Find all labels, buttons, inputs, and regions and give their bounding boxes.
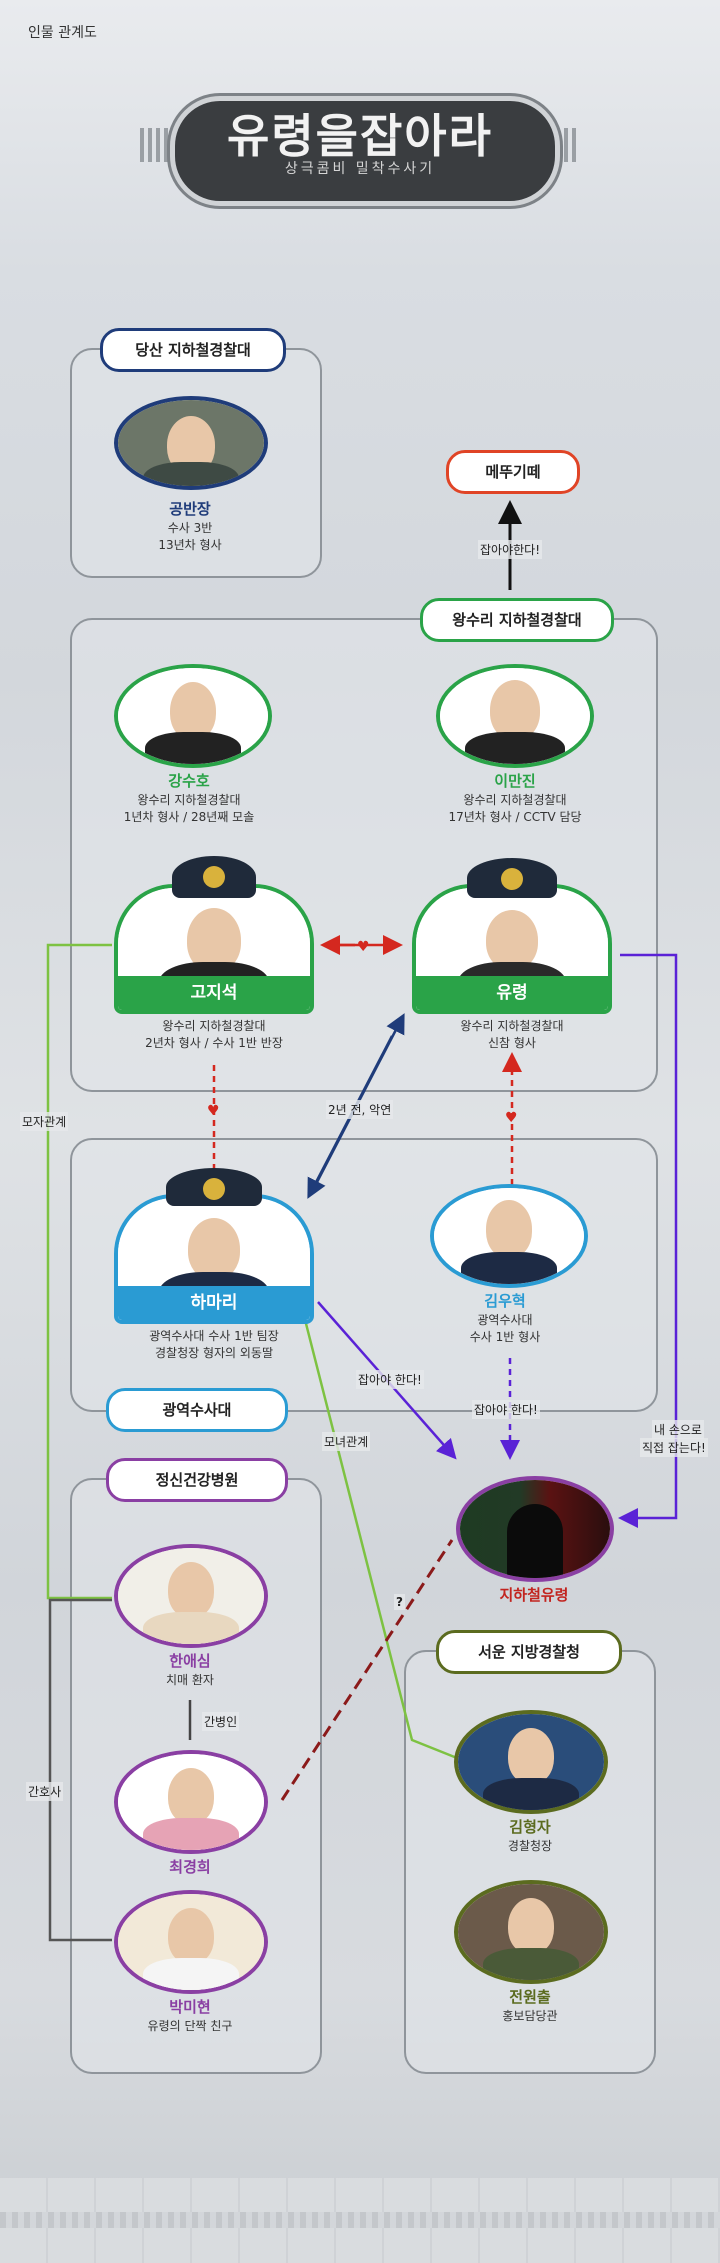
go-desc-2: 2년차 형사 / 수사 1반 반장 bbox=[145, 1036, 283, 1050]
character-jeon: 전원출 홍보담당관 bbox=[450, 1880, 610, 2023]
kimw-desc-1: 광역수사대 bbox=[477, 1313, 533, 1327]
lee-name: 이만진 bbox=[494, 772, 536, 790]
title-main: 유령을잡아라 bbox=[227, 109, 493, 163]
character-ha: 하마리 광역수사대 수사 1반 팀장 경찰청장 형자의 외동딸 bbox=[108, 1168, 320, 1378]
page-label: 인물 관계도 bbox=[28, 25, 97, 41]
mother-son-label: 모자관계 bbox=[20, 1112, 69, 1131]
mine-label-2: 직접 잡는다! bbox=[640, 1438, 708, 1457]
character-gong: 공반장 수사 3반 13년차 형사 bbox=[110, 394, 270, 564]
dangsan-label: 당산 지하철경찰대 bbox=[100, 328, 286, 372]
ghost-photo bbox=[456, 1476, 614, 1582]
character-go: 고지석 왕수리 지하철경찰대 2년차 형사 / 수사 1반 반장 bbox=[108, 852, 320, 1052]
ghost-name: 지하철유령 bbox=[499, 1586, 569, 1604]
gong-photo bbox=[114, 396, 268, 490]
han-photo bbox=[114, 1544, 268, 1648]
gong-desc-2: 13년차 형사 bbox=[158, 538, 222, 552]
lee-desc-1: 왕수리 지하철경찰대 bbox=[463, 793, 567, 807]
svg-text:♥: ♥ bbox=[357, 939, 370, 955]
ha-desc-1: 광역수사대 수사 1반 팀장 bbox=[149, 1329, 279, 1343]
park-desc-1: 유령의 단짝 친구 bbox=[147, 2019, 233, 2033]
wangsuri-label: 왕수리 지하철경찰대 bbox=[420, 598, 614, 642]
title-logo: 유령을잡아라 상극콤비 밀착수사기 bbox=[140, 88, 580, 206]
gong-name: 공반장 bbox=[169, 500, 211, 518]
caregiver-label: 간병인 bbox=[202, 1712, 240, 1731]
character-yu: 유령 왕수리 지하철경찰대 신참 형사 bbox=[406, 852, 618, 1052]
kang-desc-2: 1년차 형사 / 28년째 모솔 bbox=[123, 810, 255, 824]
character-kang: 강수호 왕수리 지하철경찰대 1년차 형사 / 28년째 모솔 bbox=[98, 662, 318, 824]
ha-desc-2: 경찰청장 형자의 외동딸 bbox=[154, 1346, 274, 1360]
svg-text:♥: ♥ bbox=[505, 1110, 518, 1126]
ago-label: 2년 전, 악연 bbox=[326, 1100, 394, 1119]
go-cap-icon bbox=[172, 856, 256, 898]
jeon-name: 전원출 bbox=[509, 1988, 551, 2006]
han-name: 한애심 bbox=[169, 1652, 211, 1670]
han-desc-1: 치매 환자 bbox=[166, 1673, 214, 1687]
yu-desc-2: 신참 형사 bbox=[488, 1036, 536, 1050]
yu-photo: 유령 bbox=[412, 884, 612, 1014]
character-lee: 이만진 왕수리 지하철경찰대 17년차 형사 / CCTV 담당 bbox=[420, 662, 610, 824]
kang-name: 강수호 bbox=[168, 772, 210, 790]
catch-label-3: 잡아야 한다! bbox=[472, 1400, 540, 1419]
choi-photo bbox=[114, 1750, 268, 1854]
jeon-photo bbox=[454, 1880, 608, 1984]
title-sub: 상극콤비 밀착수사기 bbox=[284, 161, 436, 177]
park-name: 박미현 bbox=[169, 1998, 211, 2016]
yu-cap-icon bbox=[467, 858, 557, 898]
gwangyeok-label: 광역수사대 bbox=[106, 1388, 288, 1432]
ha-photo: 하마리 bbox=[114, 1194, 314, 1324]
seoun-label: 서운 지방경찰청 bbox=[436, 1630, 622, 1674]
kimh-desc-1: 경찰청장 bbox=[507, 1839, 553, 1853]
svg-text:♥: ♥ bbox=[207, 1103, 220, 1119]
ha-name: 하마리 bbox=[118, 1286, 310, 1320]
character-han: 한애심 치매 환자 bbox=[110, 1544, 270, 1694]
kimw-name: 김우혁 bbox=[484, 1292, 526, 1310]
kang-desc-1: 왕수리 지하철경찰대 bbox=[137, 793, 241, 807]
ha-cap-icon bbox=[166, 1168, 262, 1206]
character-kimh: 김형자 경찰청장 bbox=[450, 1710, 610, 1853]
kimw-photo bbox=[430, 1184, 588, 1288]
jeon-desc-1: 홍보담당관 bbox=[502, 2009, 558, 2023]
hospital-label: 정신건강병원 bbox=[106, 1458, 288, 1502]
go-desc-1: 왕수리 지하철경찰대 bbox=[162, 1019, 266, 1033]
nurse-label: 간호사 bbox=[26, 1782, 64, 1801]
catch-label-2: 잡아야 한다! bbox=[356, 1370, 424, 1389]
kimh-photo bbox=[454, 1710, 608, 1814]
character-ghost: 지하철유령 bbox=[454, 1476, 614, 1616]
mine-label-1: 내 손으로 bbox=[652, 1420, 704, 1439]
character-park: 박미현 유령의 단짝 친구 bbox=[110, 1890, 270, 2033]
character-kimw: 김우혁 광역수사대 수사 1반 형사 bbox=[420, 1184, 610, 1354]
kimw-desc-2: 수사 1반 형사 bbox=[469, 1330, 541, 1344]
question-label: ? bbox=[394, 1594, 405, 1610]
park-photo bbox=[114, 1890, 268, 1994]
go-name: 고지석 bbox=[118, 976, 310, 1010]
yu-name: 유령 bbox=[416, 976, 608, 1010]
mother-daughter-label: 모녀관계 bbox=[322, 1432, 371, 1451]
character-choi: 최경희 bbox=[110, 1750, 270, 1880]
yu-desc-1: 왕수리 지하철경찰대 bbox=[460, 1019, 564, 1033]
floor-edge bbox=[0, 2212, 720, 2228]
gong-desc-1: 수사 3반 bbox=[167, 521, 213, 535]
lee-photo bbox=[436, 664, 594, 768]
catch-label-1: 잡아야한다! bbox=[478, 540, 543, 559]
go-photo: 고지석 bbox=[114, 884, 314, 1014]
choi-name: 최경희 bbox=[169, 1858, 211, 1876]
lee-desc-2: 17년차 형사 / CCTV 담당 bbox=[448, 810, 582, 824]
kimh-name: 김형자 bbox=[509, 1818, 551, 1836]
metugi-label: 메뚜기떼 bbox=[446, 450, 580, 494]
kang-photo bbox=[114, 664, 272, 768]
